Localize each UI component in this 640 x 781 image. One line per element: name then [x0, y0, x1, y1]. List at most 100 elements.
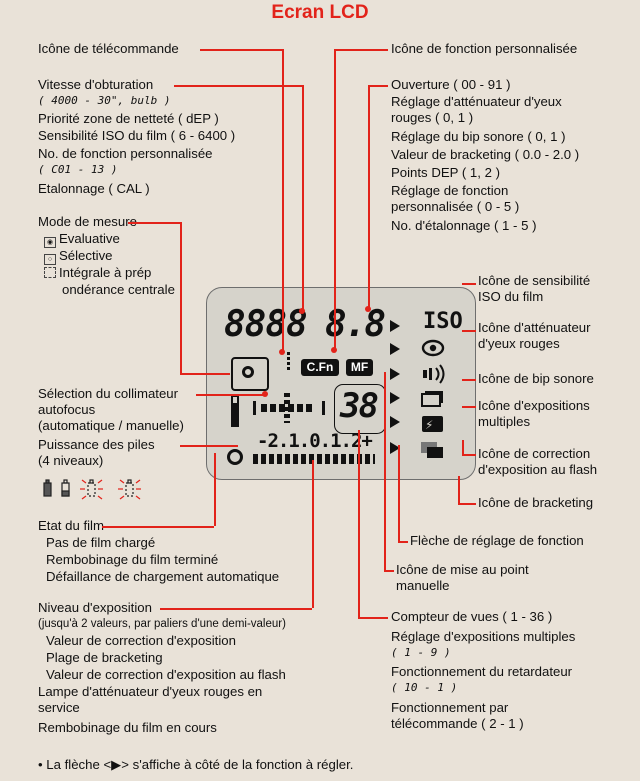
redeye-lamp-label-2: service	[38, 700, 80, 715]
multi-set-label: Réglage d'expositions multiples	[391, 629, 576, 644]
leader-multi-icon	[462, 406, 476, 408]
frame-counter-box	[334, 384, 386, 434]
redeye-icon-label-2: d'yeux rouges	[478, 336, 560, 351]
leader-frame-counter	[358, 617, 388, 619]
af-select-label-3: (automatique / manuelle)	[38, 418, 184, 433]
beep-icon	[423, 364, 445, 384]
self-timer-label: Fonctionnement du retardateur	[391, 664, 573, 679]
dep-points-label: Points DEP ( 1, 2 )	[391, 165, 500, 180]
arrow-multi-icon	[390, 392, 400, 404]
af-select-label-2: autofocus	[38, 402, 96, 417]
calibration-label: Etalonnage ( CAL )	[38, 181, 150, 196]
leader-battery	[180, 445, 238, 447]
centerweighted-icon	[44, 267, 56, 278]
lcd-frame-counter: 38	[340, 386, 379, 426]
custom-range: ( C01 - 13 )	[38, 163, 118, 176]
leader-redeye-icon	[462, 330, 476, 332]
flash-comp-icon	[422, 416, 443, 432]
battery-fill	[233, 403, 237, 425]
redeye-lamp-label: Lampe d'atténuateur d'yeux rouges en	[38, 684, 263, 699]
redeye-icon	[421, 339, 445, 357]
multi-exposure-icon	[421, 391, 443, 407]
leader-custom-icon	[334, 49, 388, 51]
mf-icon-label-2: manuelle	[396, 578, 450, 593]
evaluative-icon: ◉	[44, 237, 56, 248]
page-title: Ecran LCD	[271, 2, 369, 23]
bracket-value-label: Valeur de bracketing ( 0.0 - 2.0 )	[391, 147, 580, 162]
aperture-label: Ouverture ( 00 - 91 )	[391, 77, 511, 92]
metering-mode-frame	[231, 357, 269, 391]
metering-icon	[242, 366, 254, 378]
battery-level-icons	[43, 479, 141, 500]
rewinding-label: Rembobinage du film en cours	[38, 720, 217, 735]
iso-label: Sensibilité ISO du film ( 6 - 6400 )	[38, 128, 236, 143]
film-frame-bar	[253, 454, 375, 464]
beep-icon-label: Icône de bip sonore	[478, 371, 594, 386]
leader-metering	[128, 222, 180, 224]
mf-icon-label: Icône de mise au point	[396, 562, 529, 577]
leader-iso-icon	[462, 283, 476, 285]
leader-bracket-icon	[458, 503, 476, 505]
exp-comp-label: Valeur de correction d'exposition	[46, 633, 236, 648]
shutter-speed-label: Vitesse d'obturation	[38, 77, 154, 92]
film-state-label: Etat du film	[38, 518, 104, 533]
lcd-shutter-digits: 8888	[224, 304, 308, 345]
leader-mf	[384, 570, 394, 572]
lcd-right-icons: ⚡	[421, 339, 445, 458]
iso-icon-label: Icône de sensibilité	[478, 273, 591, 288]
custom-set-label-2: personnalisée ( 0 - 5 )	[391, 199, 520, 214]
func-arrow-label: Flèche de réglage de fonction	[410, 533, 584, 548]
leader-flash-icon	[462, 454, 476, 456]
bracket-icon	[421, 442, 443, 458]
leader-film-state	[102, 526, 214, 528]
self-timer-range: ( 10 - 1 )	[391, 681, 458, 694]
battery-levels: (4 niveaux)	[38, 453, 104, 468]
leader-func-arrow	[398, 541, 408, 543]
metering-evaluative: ◉Evaluative	[44, 231, 120, 248]
leader-af-select	[196, 394, 264, 396]
svg-text:⚡: ⚡	[425, 418, 433, 432]
leader-aperture	[368, 85, 388, 87]
arrow-flash-icon	[390, 416, 400, 428]
flash-icon-label-2: d'exposition au flash	[478, 462, 598, 477]
custom-set-label: Réglage de fonction	[391, 183, 509, 198]
footnote: • La flèche <▶> s'affiche à côté de la f…	[38, 757, 354, 772]
shutter-range: ( 4000 - 30", bulb )	[38, 94, 171, 107]
frame-counter-label: Compteur de vues ( 1 - 36 )	[391, 609, 553, 624]
beep-set-label: Réglage du bip sonore ( 0, 1 )	[391, 129, 566, 144]
lcd-panel: 8888 8.8 ISO C.Fn MF 38 -2.1.0.1.2+ ⚡	[206, 287, 476, 480]
bracket-icon-label: Icône de bracketing	[478, 495, 594, 510]
arrow-iso-icon	[390, 320, 400, 332]
metering-selective: ○Sélective	[44, 248, 113, 265]
dep-priority-label: Priorité zone de netteté ( dEP )	[38, 111, 219, 126]
iso-icon-label-2: ISO du film	[478, 289, 544, 304]
battery-icon	[231, 395, 239, 427]
cal-no-label: No. d'étalonnage ( 1 - 5 )	[391, 218, 537, 233]
lcd-exposure-scale: -2.1.0.1.2+	[257, 430, 373, 452]
flash-icon-label: Icône de correction	[478, 446, 591, 461]
custom-icon-label: Icône de fonction personnalisée	[391, 41, 578, 56]
selective-icon: ○	[44, 254, 56, 265]
no-film-label: Pas de film chargé	[46, 535, 156, 550]
remote-op-label-2: télécommande ( 2 - 1 )	[391, 716, 524, 731]
lcd-cfn-icon: C.Fn	[301, 359, 339, 376]
remote-icon-label: Icône de télécommande	[38, 41, 179, 56]
arrow-bracket-icon	[390, 442, 400, 454]
metering-label: Mode de mesure	[38, 214, 137, 229]
multi-icon-label: Icône d'expositions	[478, 398, 590, 413]
metering-centerweighted-2: ondérance centrale	[62, 282, 175, 297]
arrow-redeye-icon	[390, 343, 400, 355]
redeye-set-label: Réglage d'atténuateur d'yeux	[391, 94, 562, 109]
af-point-vertical	[284, 393, 290, 423]
redeye-icon-label: Icône d'atténuateur	[478, 320, 591, 335]
leader-beep-icon	[462, 379, 476, 381]
rewind-icon	[227, 449, 243, 465]
leader-remote	[200, 49, 282, 51]
lcd-iso-icon: ISO	[423, 309, 463, 334]
bracket-range-label: Plage de bracketing	[46, 650, 163, 665]
rewind-done-label: Rembobinage du film terminé	[46, 552, 219, 567]
redeye-set-label-2: rouges ( 0, 1 )	[391, 110, 474, 125]
flash-comp-label: Valeur de correction d'exposition au fla…	[46, 667, 286, 682]
remote-op-label: Fonctionnement par	[391, 700, 509, 715]
exposure-note: (jusqu'à 2 valeurs, par paliers d'une de…	[38, 618, 286, 630]
